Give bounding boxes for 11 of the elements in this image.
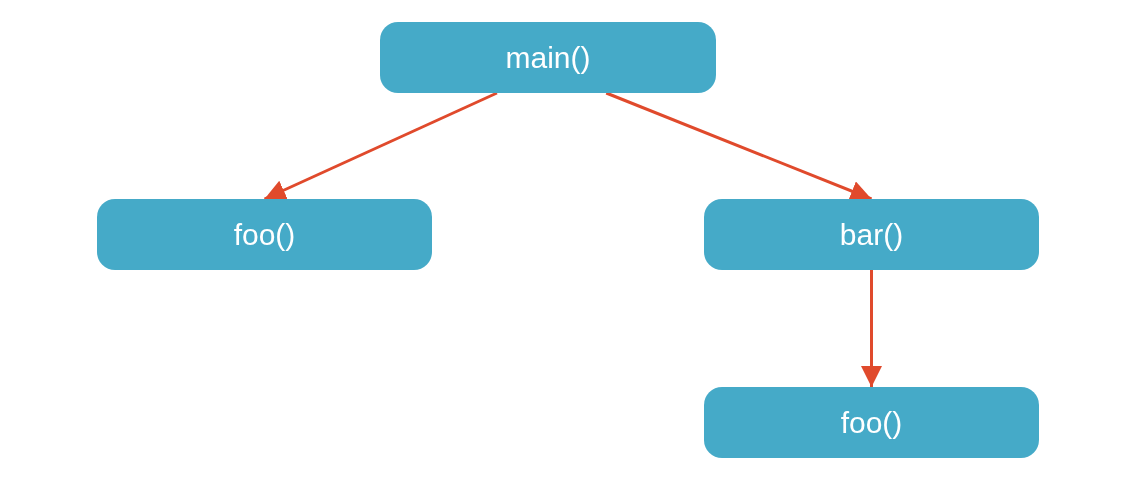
function-name: foo() bbox=[233, 217, 296, 253]
function-box bbox=[380, 22, 716, 93]
function-box bbox=[97, 199, 432, 270]
function-box bbox=[704, 387, 1039, 458]
function-name: bar() bbox=[839, 217, 904, 253]
function-name: main() bbox=[505, 40, 591, 76]
function-name: foo() bbox=[840, 405, 903, 441]
function-box bbox=[704, 199, 1039, 270]
arrow bbox=[605, 91, 873, 201]
arrow bbox=[263, 91, 498, 201]
arrow bbox=[861, 270, 882, 387]
